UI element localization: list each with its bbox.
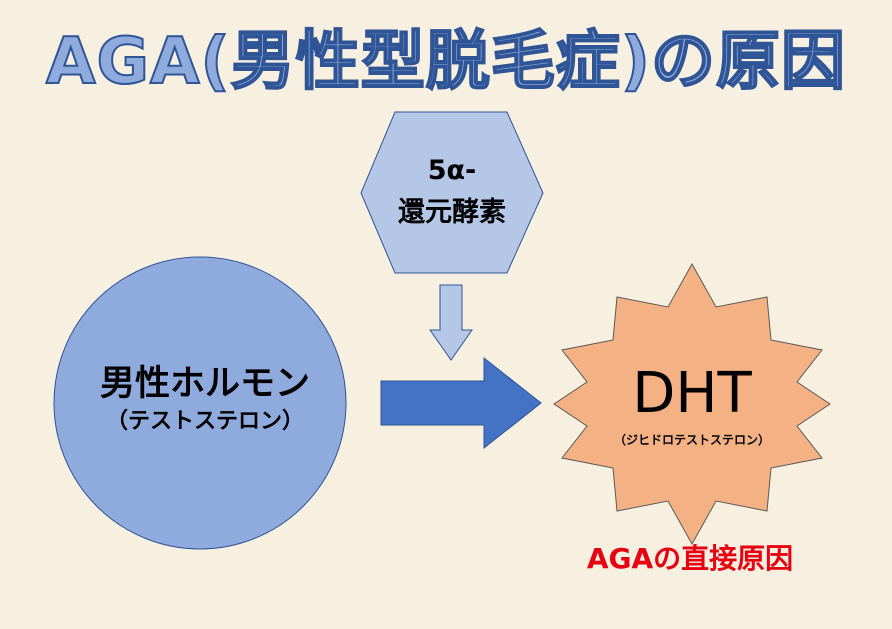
hormone-circle <box>53 256 347 550</box>
right-arrow-icon <box>380 356 542 450</box>
hormone-label: 男性ホルモン （テストステロン） <box>60 360 350 436</box>
dht-starburst <box>553 262 831 546</box>
hormone-sublabel: （テストステロン） <box>105 409 304 434</box>
enzyme-line2: 還元酵素 <box>398 197 506 228</box>
dht-sublabel: （ジヒドロテストステロン） <box>613 433 770 447</box>
dht-label: DHT <box>632 361 752 426</box>
down-arrow-icon <box>429 284 473 361</box>
enzyme-line1: 5α- <box>427 155 477 186</box>
enzyme-label: 5α- 還元酵素 <box>372 150 532 234</box>
enzyme-hexagon <box>360 111 544 274</box>
page-title: AGA(男性型脱毛症)の原因 <box>45 24 847 100</box>
direct-cause-label: AGAの直接原因 <box>586 542 794 575</box>
hormone-title: 男性ホルモン <box>99 364 310 404</box>
